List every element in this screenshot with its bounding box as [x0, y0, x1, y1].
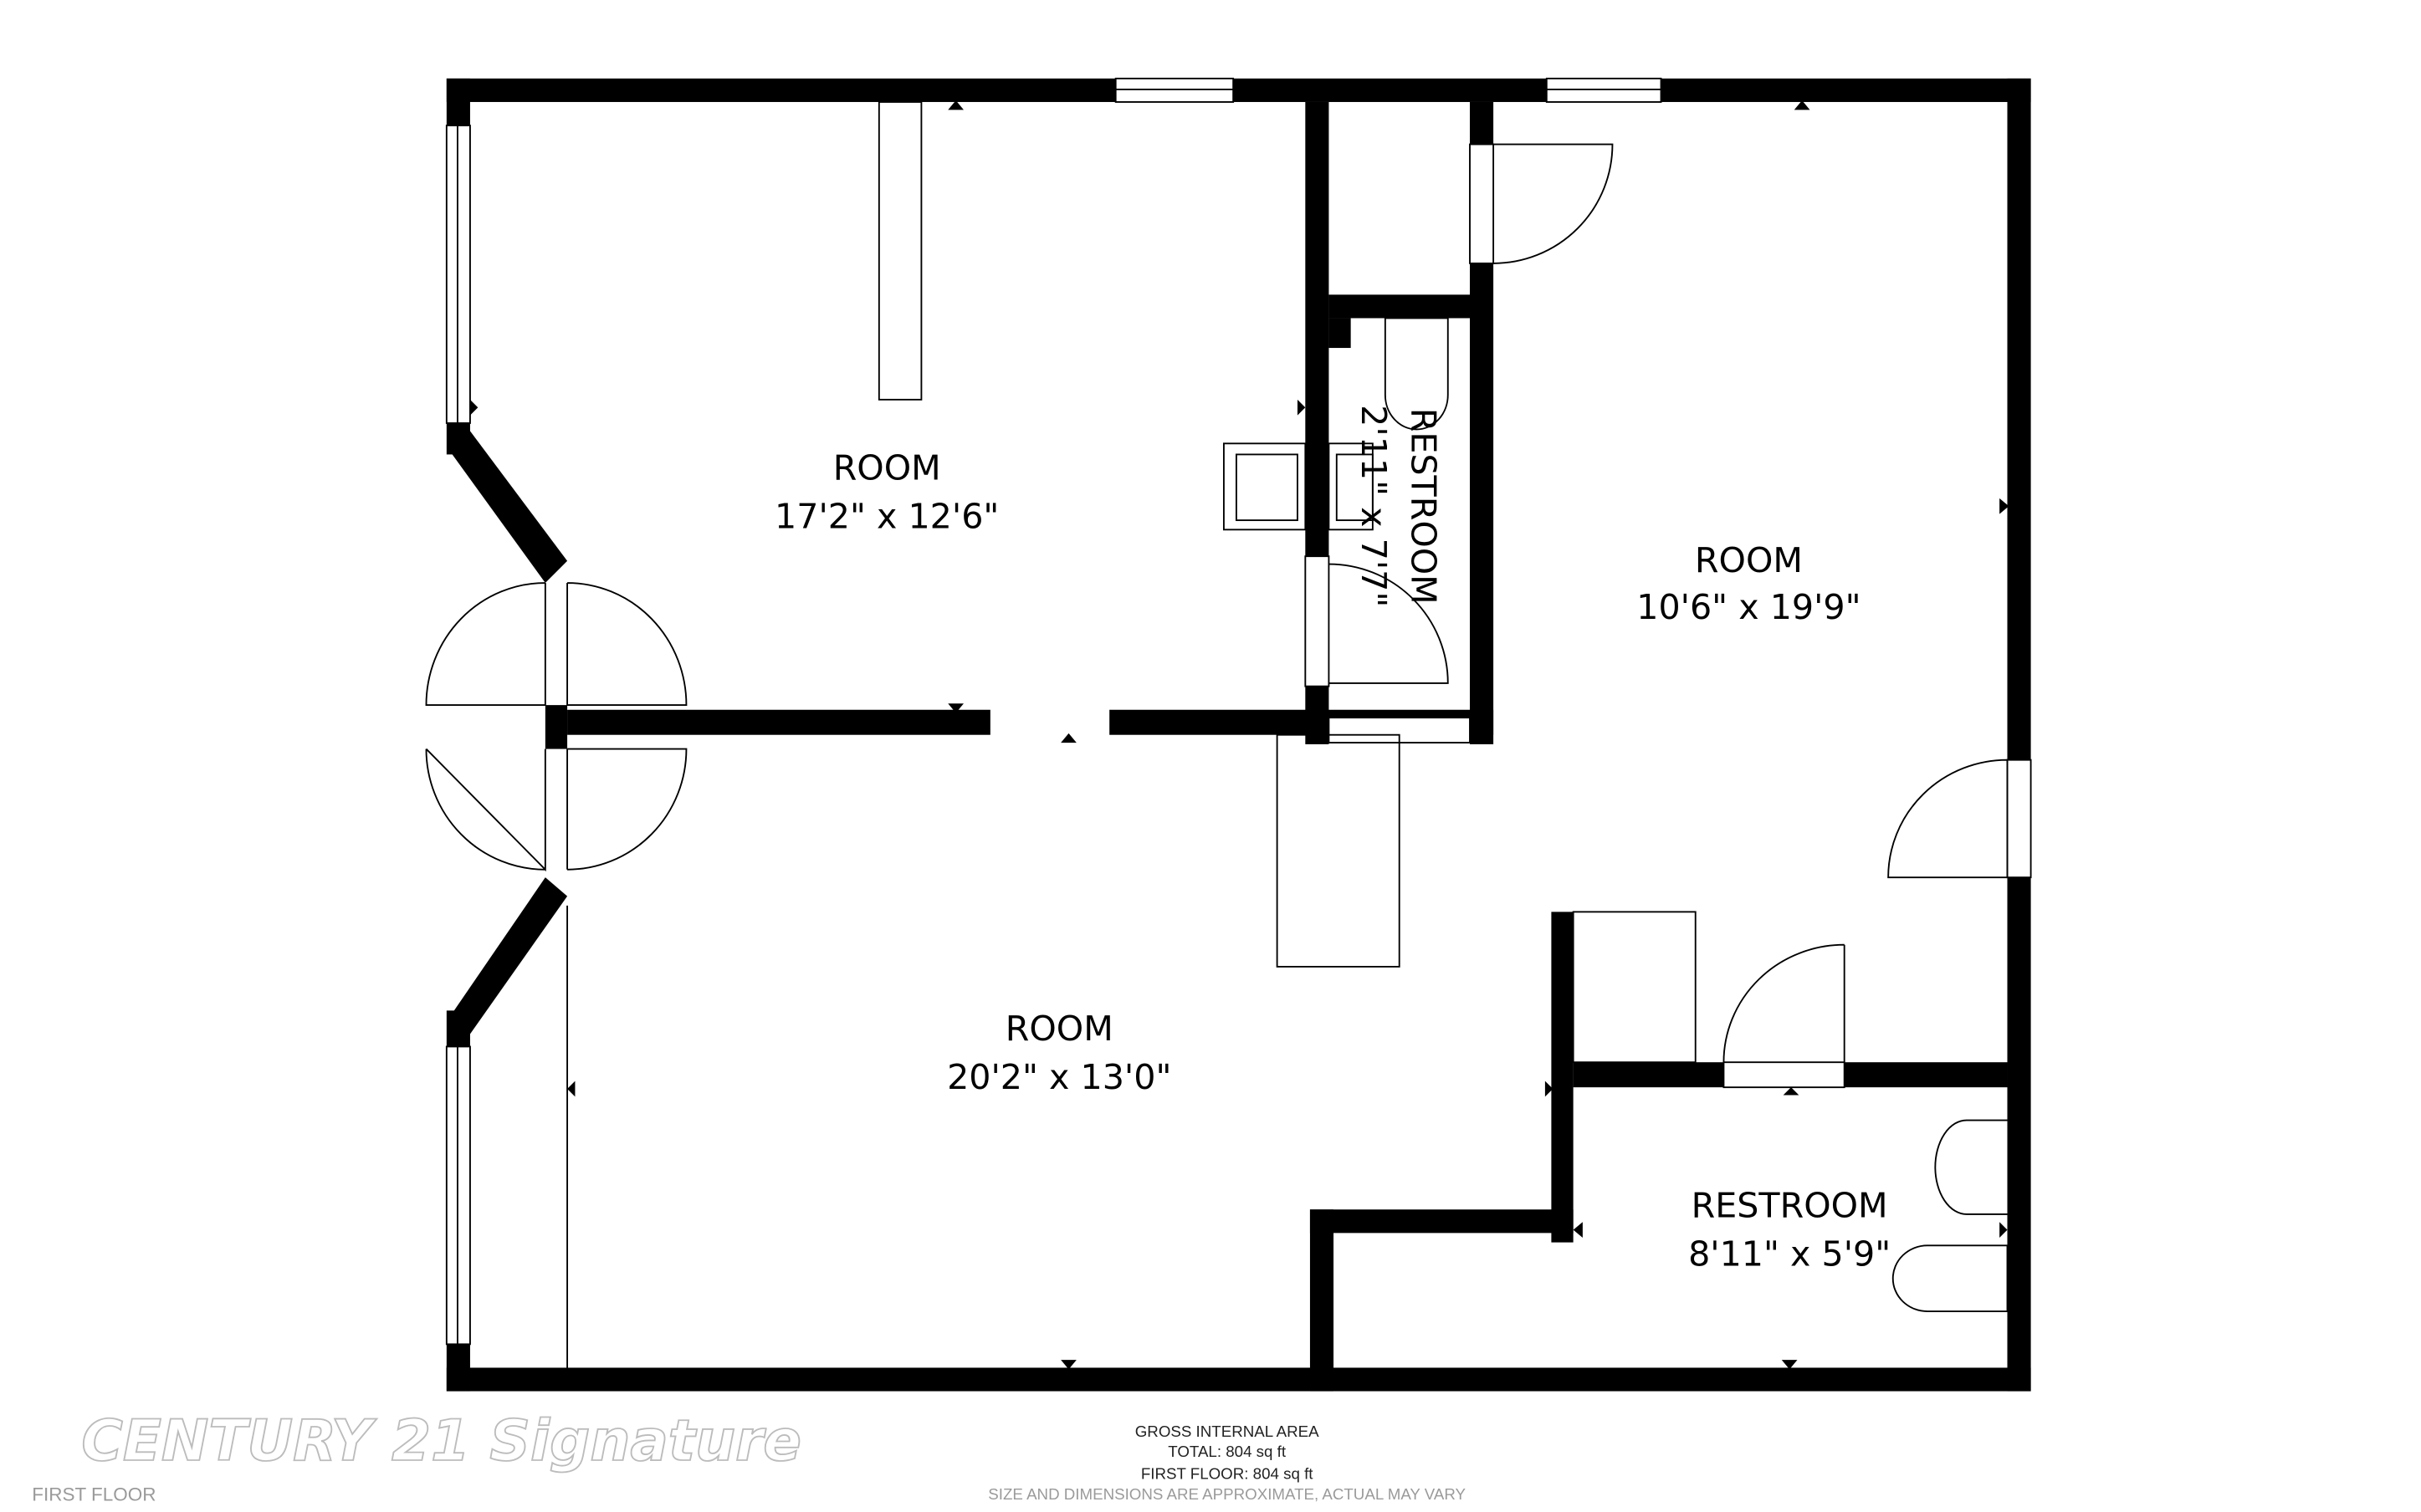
room-label-1: ROOM 17'2" x 12'6" [775, 447, 999, 536]
svg-text:8'11" x 5'9": 8'11" x 5'9" [1688, 1234, 1891, 1274]
svg-text:10'6" x 19'9": 10'6" x 19'9" [1636, 587, 1861, 627]
area-total: TOTAL: 804 sq ft [1168, 1443, 1287, 1460]
shower [1572, 911, 1697, 1064]
toilet-icon [1384, 317, 1449, 431]
restroom-label-1: RESTROOM 2'11" x 7'7" [1354, 405, 1444, 607]
area-title: GROSS INTERNAL AREA [1135, 1423, 1319, 1440]
svg-text:ROOM: ROOM [1695, 540, 1803, 580]
room-label-3: ROOM 20'2" x 13'0" [947, 1009, 1171, 1097]
svg-text:ROOM: ROOM [833, 447, 941, 488]
room-label-2: ROOM 10'6" x 19'9" [1636, 540, 1861, 627]
doors [425, 143, 2009, 1063]
area-first-floor: FIRST FLOOR: 804 sq ft [1141, 1464, 1313, 1482]
floor-label: FIRST FLOOR [32, 1484, 156, 1505]
counter [878, 101, 923, 401]
svg-text:17'2" x 12'6": 17'2" x 12'6" [775, 496, 999, 536]
svg-text:2'11" x 7'7": 2'11" x 7'7" [1354, 405, 1394, 607]
counter [1276, 733, 1400, 968]
windows-and-openings [445, 77, 2032, 1346]
dimension-markers [469, 100, 2009, 1370]
brand-logo: CENTURY 21 Signature [81, 1407, 801, 1474]
toilet-icon [1891, 1244, 2009, 1312]
disclaimer: SIZE AND DIMENSIONS ARE APPROXIMATE, ACT… [988, 1485, 1466, 1503]
sink-icon [1934, 1119, 2008, 1215]
restroom-label-2: RESTROOM 8'11" x 5'9" [1688, 1186, 1891, 1274]
svg-text:RESTROOM: RESTROOM [1404, 408, 1444, 605]
svg-text:RESTROOM: RESTROOM [1692, 1186, 1888, 1226]
svg-text:ROOM: ROOM [1006, 1009, 1113, 1049]
fixtures [566, 101, 2009, 1368]
sink-icon [1222, 442, 1307, 531]
svg-text:20'2" x 13'0": 20'2" x 13'0" [947, 1057, 1171, 1097]
